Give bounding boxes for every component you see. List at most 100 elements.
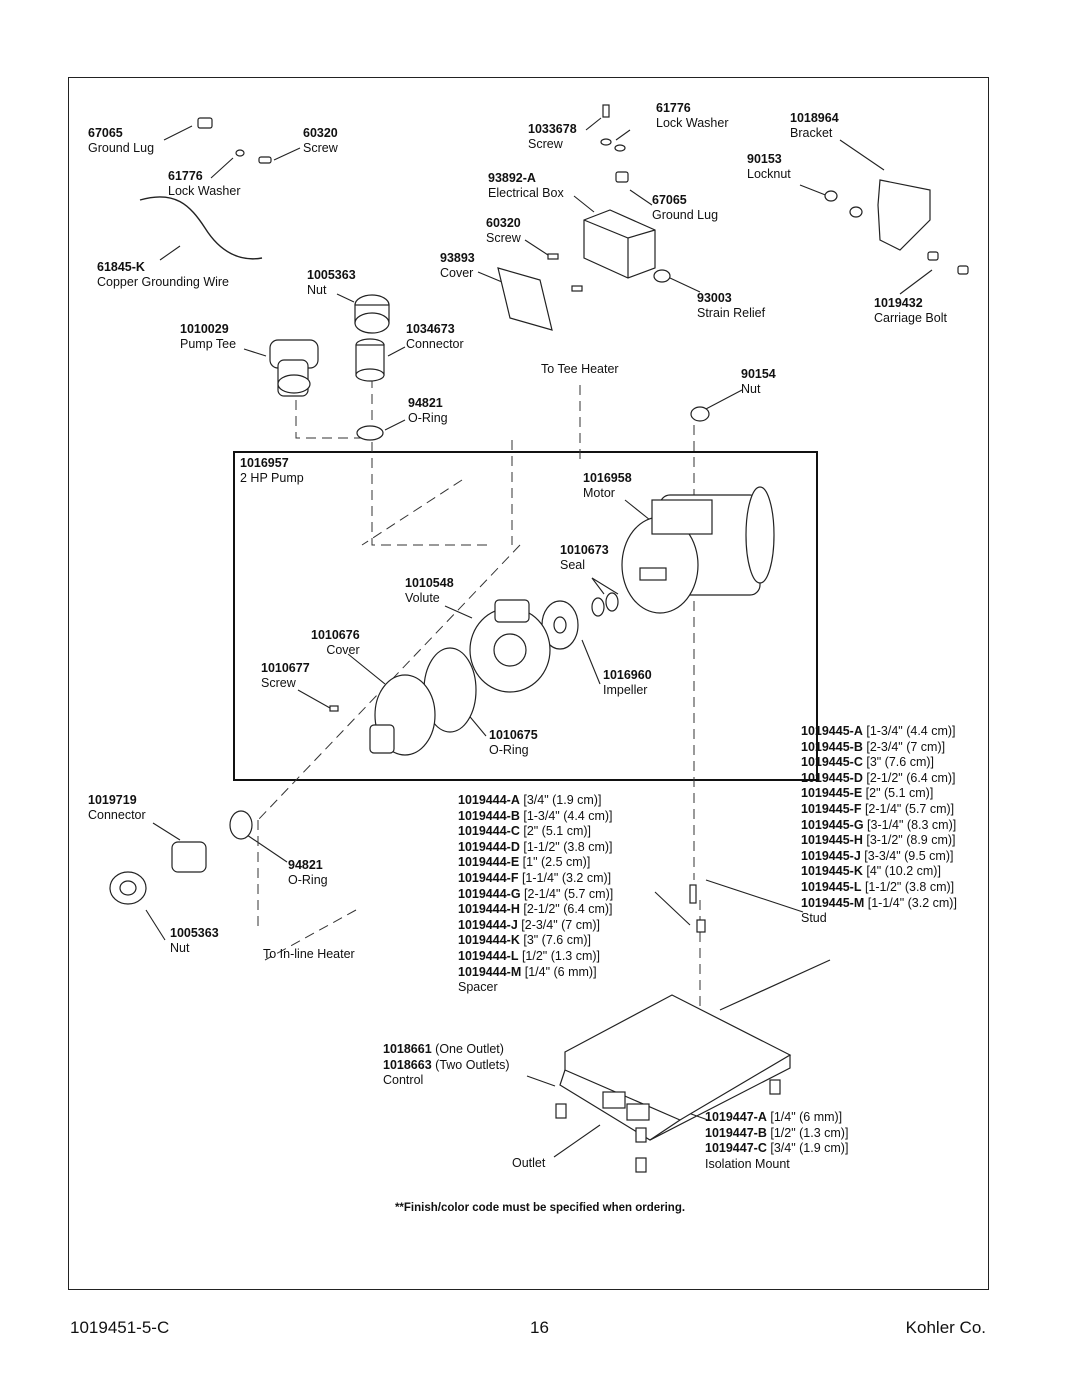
part-name: Locknut bbox=[747, 167, 791, 181]
page-number: 16 bbox=[530, 1318, 549, 1337]
part-name: 2 HP Pump bbox=[240, 471, 304, 485]
diagram-frame bbox=[68, 77, 989, 1290]
part-number: 67065 bbox=[652, 193, 687, 207]
part-label-impeller: 1016960 Impeller bbox=[603, 668, 652, 698]
spacer-row: 1019444-L [1/2" (1.3 cm)] bbox=[458, 948, 601, 963]
part-number: 90154 bbox=[741, 367, 776, 381]
part-label-motor: 1016958 Motor bbox=[583, 471, 632, 501]
part-name: Strain Relief bbox=[697, 306, 766, 320]
part-name: Motor bbox=[583, 486, 615, 500]
part-name: Ground Lug bbox=[652, 208, 719, 222]
spacer-row: 1019444-A [3/4" (1.9 cm)] bbox=[458, 793, 602, 807]
part-label-o-ring: 94821 O-Ring bbox=[408, 396, 448, 426]
stud-row: 1019445-G [3-1/4" (8.3 cm)] bbox=[801, 817, 957, 832]
control-row: 1018663 (Two Outlets) bbox=[383, 1057, 510, 1072]
part-name: Screw bbox=[261, 676, 296, 690]
part-label-cover: 93893 Cover bbox=[440, 251, 475, 281]
callout-to-inline-heater: To In-line Heater bbox=[263, 947, 355, 961]
part-name: Seal bbox=[560, 558, 586, 572]
part-name: Lock Washer bbox=[168, 184, 241, 198]
spacer-size-list: 1019444-A [3/4" (1.9 cm)] 1019444-B [1-3… bbox=[458, 793, 613, 996]
part-label-volute: 1010548 Volute bbox=[405, 576, 454, 606]
spacer-row: 1019444-J [2-3/4" (7 cm)] bbox=[458, 917, 601, 932]
part-label-box-ground-lug: 67065 Ground Lug bbox=[652, 193, 718, 223]
part-number: 93003 bbox=[697, 291, 732, 305]
callout-to-tee-heater: To Tee Heater bbox=[541, 362, 619, 376]
part-label-seal: 1010673 Seal bbox=[560, 543, 609, 573]
part-number: 94821 bbox=[288, 858, 323, 872]
part-label-bottom-o-ring: 94821 O-Ring bbox=[288, 858, 328, 888]
part-label-copper-grounding-wire: 61845-K Copper Grounding Wire bbox=[97, 260, 229, 290]
part-name: Screw bbox=[528, 137, 563, 151]
part-name: Lock Washer bbox=[656, 116, 729, 130]
part-number: 1033678 bbox=[528, 122, 577, 136]
part-number: 1005363 bbox=[170, 926, 219, 940]
part-label-pump-screw: 1010677 Screw bbox=[261, 661, 310, 691]
stud-row: 1019445-F [2-1/4" (5.7 cm)] bbox=[801, 801, 955, 816]
part-label-lock-washer: 61776 Lock Washer bbox=[168, 169, 240, 199]
part-name: Bracket bbox=[790, 126, 833, 140]
isolation-mount-caption: Isolation Mount bbox=[705, 1156, 790, 1171]
company-name: Kohler Co. bbox=[905, 1318, 986, 1337]
part-label-locknut: 90153 Locknut bbox=[747, 152, 791, 182]
stud-row: 1019445-K [4" (10.2 cm)] bbox=[801, 864, 941, 879]
part-number: 1016960 bbox=[603, 668, 652, 682]
spacer-row: 1019444-B [1-3/4" (4.4 cm)] bbox=[458, 808, 613, 823]
part-number: 1016957 bbox=[240, 456, 289, 470]
part-number: 1005363 bbox=[307, 268, 356, 282]
stud-row: 1019445-B [2-3/4" (7 cm)] bbox=[801, 739, 946, 754]
part-name: O-Ring bbox=[408, 411, 448, 425]
part-name: Nut bbox=[741, 382, 761, 396]
ordering-footnote: **Finish/color code must be specified wh… bbox=[394, 1202, 686, 1214]
part-number: 60320 bbox=[486, 216, 521, 230]
spacer-row: 1019444-C [2" (5.1 cm)] bbox=[458, 824, 591, 839]
part-name: Nut bbox=[307, 283, 327, 297]
part-label-strain-relief: 93003 Strain Relief bbox=[697, 291, 765, 321]
spacer-row: 1019444-K [3" (7.6 cm)] bbox=[458, 933, 591, 948]
part-number: 1010029 bbox=[180, 322, 229, 336]
part-name: Screw bbox=[486, 231, 521, 245]
part-number: 93893 bbox=[440, 251, 475, 265]
part-label-carriage-bolt: 1019432 Carriage Bolt bbox=[874, 296, 947, 326]
part-label-box-screw: 1033678 Screw bbox=[528, 122, 577, 152]
isolation-mount-row: 1019447-C [3/4" (1.9 cm)] bbox=[705, 1141, 849, 1156]
control-row: 1018661 (One Outlet) bbox=[383, 1042, 504, 1056]
part-name: O-Ring bbox=[489, 743, 529, 757]
spacer-caption: Spacer bbox=[458, 980, 498, 995]
part-label-connector: 1034673 Connector bbox=[406, 322, 464, 352]
spacer-row: 1019444-H [2-1/2" (6.4 cm)] bbox=[458, 902, 613, 917]
callout-outlet: Outlet bbox=[512, 1156, 546, 1170]
isolation-mount-list: 1019447-A [1/4" (6 mm)] 1019447-B [1/2" … bbox=[705, 1110, 848, 1172]
part-number: 90153 bbox=[747, 152, 782, 166]
part-name: Connector bbox=[88, 808, 146, 822]
part-number: 61776 bbox=[168, 169, 203, 183]
stud-row: 1019445-M [1-1/4" (3.2 cm)] bbox=[801, 895, 957, 910]
stud-row: 1019445-A [1-3/4" (4.4 cm)] bbox=[801, 724, 956, 738]
part-name: Screw bbox=[303, 141, 338, 155]
pump-assembly-box bbox=[233, 451, 818, 781]
isolation-mount-row: 1019447-A [1/4" (6 mm)] bbox=[705, 1110, 843, 1124]
part-number: 93892-A bbox=[488, 171, 536, 185]
stud-size-list: 1019445-A [1-3/4" (4.4 cm)] 1019445-B [2… bbox=[801, 724, 957, 927]
part-number: 1019719 bbox=[88, 793, 137, 807]
part-label-electrical-box: 93892-A Electrical Box bbox=[488, 171, 564, 201]
part-name: Impeller bbox=[603, 683, 648, 697]
part-name: Cover bbox=[326, 643, 360, 657]
part-number: 1019432 bbox=[874, 296, 923, 310]
part-name: Copper Grounding Wire bbox=[97, 275, 230, 289]
part-number: 61776 bbox=[656, 101, 691, 115]
part-label-bottom-nut: 1005363 Nut bbox=[170, 926, 219, 956]
part-label-box-lock-washer: 61776 Lock Washer bbox=[656, 101, 728, 131]
control-caption: Control bbox=[383, 1073, 424, 1088]
part-number: 1010677 bbox=[261, 661, 310, 675]
part-name: Ground Lug bbox=[88, 141, 155, 155]
part-number: 1010675 bbox=[489, 728, 538, 742]
document-number: 1019451-5-C bbox=[70, 1318, 170, 1337]
part-label-right-nut: 90154 Nut bbox=[741, 367, 776, 397]
part-label-pump-o-ring: 1010675 O-Ring bbox=[489, 728, 538, 758]
part-label-pump: 1016957 2 HP Pump bbox=[240, 456, 304, 486]
stud-row: 1019445-H [3-1/2" (8.9 cm)] bbox=[801, 833, 956, 848]
part-number: 94821 bbox=[408, 396, 443, 410]
part-number: 1034673 bbox=[406, 322, 455, 336]
